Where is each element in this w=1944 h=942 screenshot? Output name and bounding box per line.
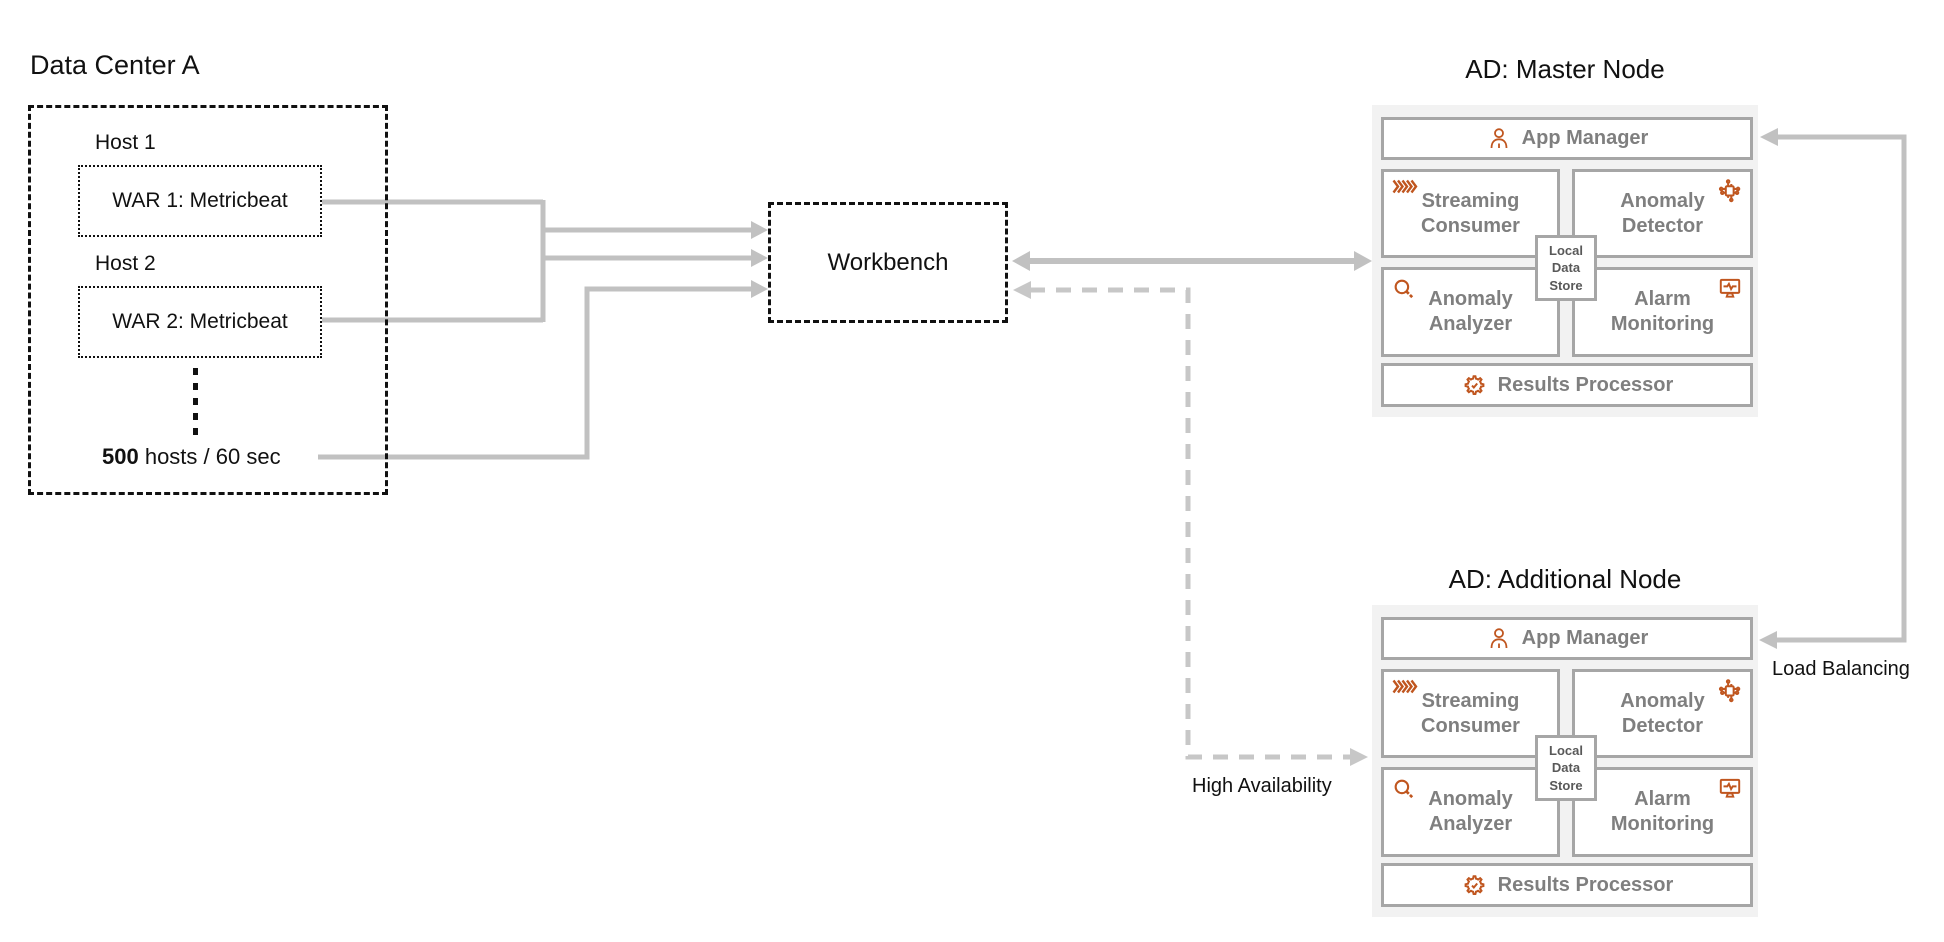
host2-label: Host 2	[95, 252, 156, 275]
additional-anomaly-analyzer-box: Anomaly Analyzer	[1381, 767, 1560, 857]
additional-app-manager-box: App Manager	[1381, 617, 1753, 660]
arrowhead-bidir-right	[1354, 251, 1372, 271]
magnifier-icon	[1392, 777, 1417, 802]
additional-results-processor-box: Results Processor	[1381, 863, 1753, 907]
additional-local-data-store-label: Local Data Store	[1549, 742, 1583, 793]
master-node-title: AD: Master Node	[1465, 54, 1665, 84]
war2-box: WAR 2: Metricbeat	[78, 286, 322, 358]
workbench-label: Workbench	[827, 248, 949, 276]
edge-500hosts-to-workbench	[318, 286, 753, 460]
edge-war1-to-workbench	[322, 199, 753, 323]
ellipsis-dots	[193, 368, 198, 442]
additional-node-title: AD: Additional Node	[1448, 564, 1682, 594]
additional-streaming-consumer-label: Streaming Consumer	[1421, 689, 1520, 737]
edge-load-balancing	[1776, 134, 1907, 643]
master-streaming-consumer-label: Streaming Consumer	[1421, 189, 1520, 237]
master-local-data-store-label: Local Data Store	[1549, 242, 1583, 293]
additional-anomaly-detector-box: Anomaly Detector	[1572, 669, 1753, 758]
additional-local-data-store-box: Local Data Store	[1535, 735, 1597, 801]
master-app-manager-box: App Manager	[1381, 117, 1753, 160]
additional-app-manager-label: App Manager	[1521, 627, 1649, 649]
gear-check-icon	[1461, 372, 1488, 399]
edge-high-availability	[1030, 287, 1350, 760]
master-streaming-consumer-box: Streaming Consumer	[1381, 169, 1560, 258]
additional-alarm-monitoring-box: Alarm Monitoring	[1572, 767, 1753, 857]
arrowhead-ha-additional	[1350, 748, 1368, 766]
master-app-manager-label: App Manager	[1521, 127, 1649, 149]
arrowhead-workbench-in-3	[751, 280, 768, 298]
host1-label: Host 1	[95, 131, 156, 154]
additional-anomaly-detector-label: Anomaly Detector	[1620, 689, 1705, 737]
master-local-data-store-box: Local Data Store	[1535, 235, 1597, 301]
additional-alarm-monitoring-label: Alarm Monitoring	[1610, 788, 1715, 835]
master-results-processor-label: Results Processor	[1497, 373, 1674, 396]
person-icon	[1486, 126, 1512, 152]
chip-icon	[1716, 677, 1743, 704]
master-anomaly-analyzer-label: Anomaly Analyzer	[1428, 288, 1513, 335]
monitor-pulse-icon	[1717, 775, 1743, 801]
magnifier-icon	[1392, 277, 1417, 302]
chip-icon	[1716, 177, 1743, 204]
hosts-rate-rest: hosts / 60 sec	[138, 444, 281, 469]
war1-label: WAR 1: Metricbeat	[112, 189, 288, 212]
additional-results-processor-label: Results Processor	[1497, 873, 1674, 896]
master-anomaly-analyzer-box: Anomaly Analyzer	[1381, 267, 1560, 357]
hosts-count: 500	[102, 444, 139, 469]
arrowhead-workbench-in-1	[751, 221, 768, 239]
war1-box: WAR 1: Metricbeat	[78, 165, 322, 237]
chevrons-icon	[1392, 679, 1418, 694]
high-availability-label: High Availability	[1192, 775, 1332, 797]
master-alarm-monitoring-label: Alarm Monitoring	[1610, 288, 1715, 335]
master-results-processor-box: Results Processor	[1381, 363, 1753, 407]
person-icon	[1486, 626, 1512, 652]
data-center-title: Data Center A	[30, 50, 200, 80]
arrowhead-bidir-left	[1012, 251, 1030, 271]
gear-check-icon	[1461, 872, 1488, 899]
master-anomaly-detector-box: Anomaly Detector	[1572, 169, 1753, 258]
additional-node-panel: App Manager Streaming Consumer Anomaly D…	[1372, 605, 1758, 917]
arrowhead-workbench-in-2	[751, 249, 768, 267]
arrowhead-lb-additional	[1759, 631, 1777, 649]
master-alarm-monitoring-box: Alarm Monitoring	[1572, 267, 1753, 357]
load-balancing-label: Load Balancing	[1772, 658, 1910, 680]
additional-streaming-consumer-box: Streaming Consumer	[1381, 669, 1560, 758]
master-anomaly-detector-label: Anomaly Detector	[1620, 189, 1705, 237]
war2-label: WAR 2: Metricbeat	[112, 310, 288, 333]
data-center-box	[28, 105, 388, 495]
workbench-box: Workbench	[768, 202, 1008, 323]
monitor-pulse-icon	[1717, 275, 1743, 301]
chevrons-icon	[1392, 179, 1418, 194]
hosts-rate-label: 500 hosts / 60 sec	[102, 444, 281, 470]
arrowhead-lb-master	[1760, 128, 1778, 146]
arrowhead-ha-workbench	[1013, 281, 1031, 299]
additional-anomaly-analyzer-label: Anomaly Analyzer	[1428, 788, 1513, 835]
master-node-panel: App Manager Streaming Consumer Anomaly D…	[1372, 105, 1758, 417]
